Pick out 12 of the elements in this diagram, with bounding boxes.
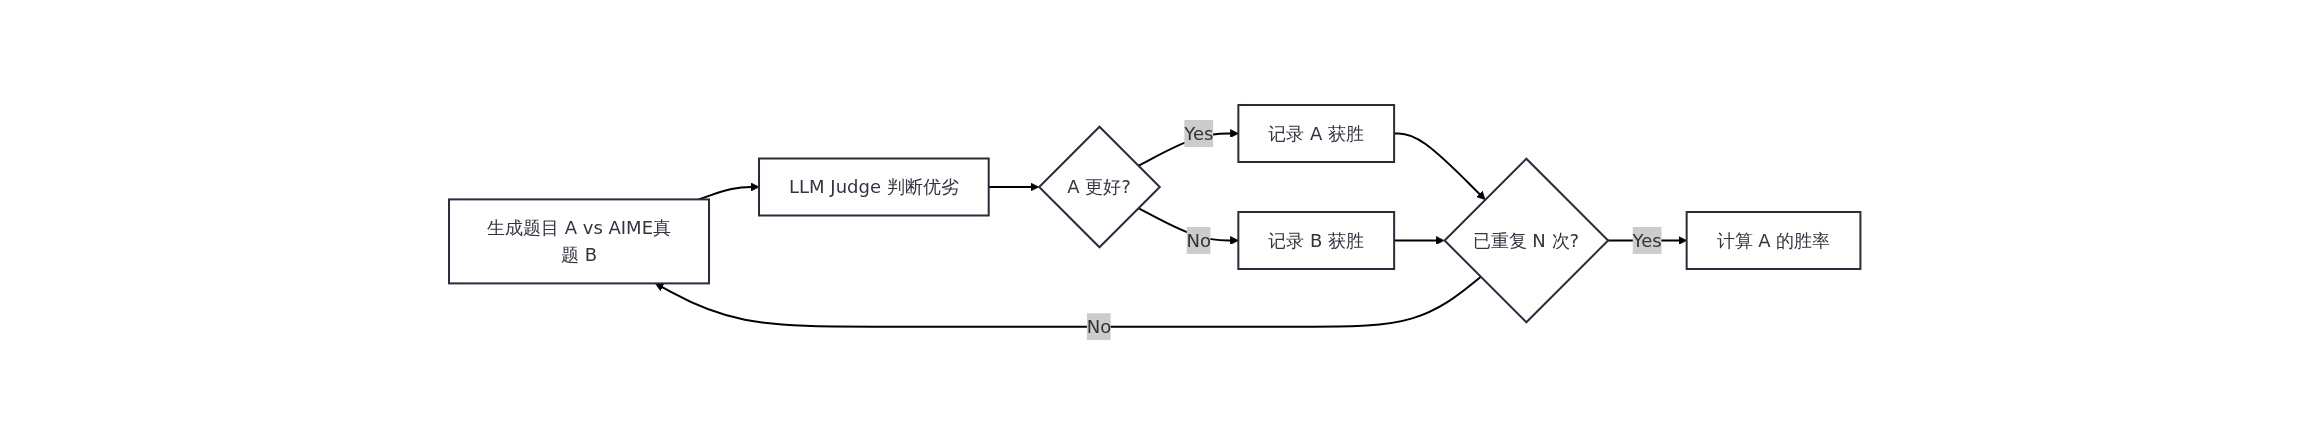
edge-label: No xyxy=(1087,316,1112,338)
node-box: 记录 A 获胜 xyxy=(1237,103,1396,163)
node-box: 生成题目 A vs AIME真题 B xyxy=(448,198,711,285)
node-diamond: 已重复 N 次? xyxy=(1443,157,1610,324)
node-diamond: A 更好? xyxy=(1038,125,1162,249)
edge-label: Yes xyxy=(1632,229,1662,251)
node-box: 记录 B 获胜 xyxy=(1237,210,1396,270)
node-box: 计算 A 的胜率 xyxy=(1685,210,1862,270)
node-box: LLM Judge 判断优劣 xyxy=(758,157,990,217)
edge-label: No xyxy=(1186,229,1212,251)
edge-label: Yes xyxy=(1184,122,1214,144)
arrow xyxy=(655,275,1482,328)
